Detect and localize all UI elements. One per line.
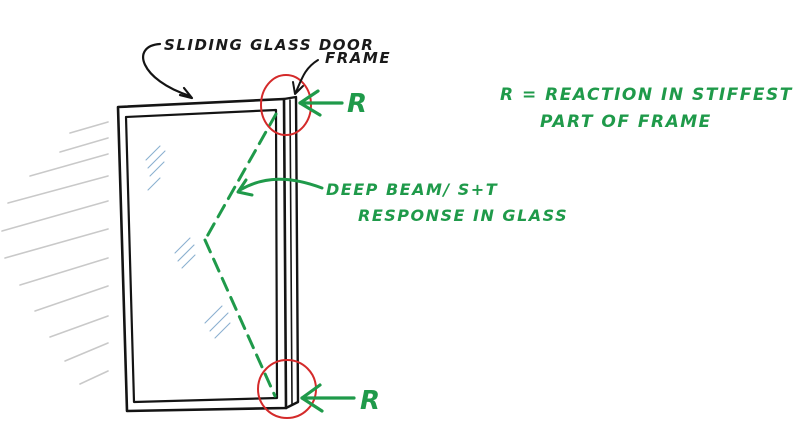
frame-inner-edge	[289, 99, 293, 405]
legend-line-1: R = REACTION IN STIFFEST	[500, 85, 793, 105]
frame-leader	[295, 59, 319, 93]
frame-leader-arrowhead	[292, 81, 304, 95]
door-label: SLIDING GLASS DOOR	[164, 36, 374, 54]
glass-glare-marks	[145, 145, 231, 339]
response-leader	[238, 177, 324, 192]
response-line-1: DEEP BEAM/ S+T	[326, 180, 498, 199]
bottom-reaction-label: R	[360, 386, 382, 416]
bottom-reaction-arrow	[300, 383, 356, 413]
door-leader-arrowhead	[178, 86, 194, 100]
door-leader	[142, 42, 192, 98]
top-reaction-arrow	[298, 89, 344, 117]
door-frame-jamb	[282, 95, 300, 410]
frame-outer-edge	[282, 95, 300, 410]
top-reaction-label: R	[347, 89, 369, 119]
strut-lower	[203, 238, 277, 398]
strut-upper	[203, 112, 278, 242]
response-line-2: RESPONSE IN GLASS	[358, 206, 568, 225]
top-reaction-circle	[260, 74, 312, 136]
wind-pressure-lines	[1, 121, 109, 385]
legend-line-2: PART OF FRAME	[540, 112, 712, 132]
door-inner-outline	[124, 108, 279, 404]
strut-and-tie-lines	[203, 112, 278, 398]
frame-label: FRAME	[325, 49, 391, 67]
response-leader-arrowhead	[236, 178, 254, 197]
